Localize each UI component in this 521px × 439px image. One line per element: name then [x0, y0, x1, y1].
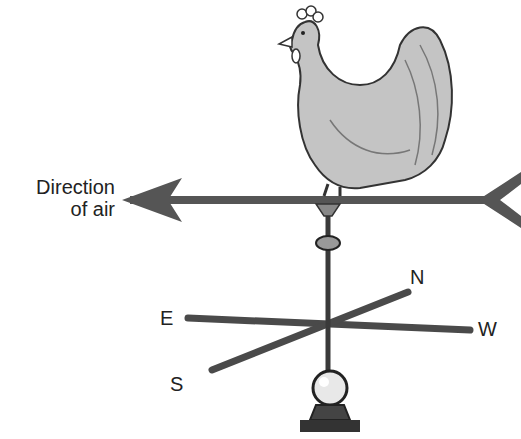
- compass-letter: W: [478, 318, 497, 340]
- direction-label: Direction of air: [20, 176, 115, 220]
- compass-letter: S: [170, 373, 183, 395]
- compass-letter: N: [410, 266, 424, 288]
- compass-letter: E: [160, 307, 173, 329]
